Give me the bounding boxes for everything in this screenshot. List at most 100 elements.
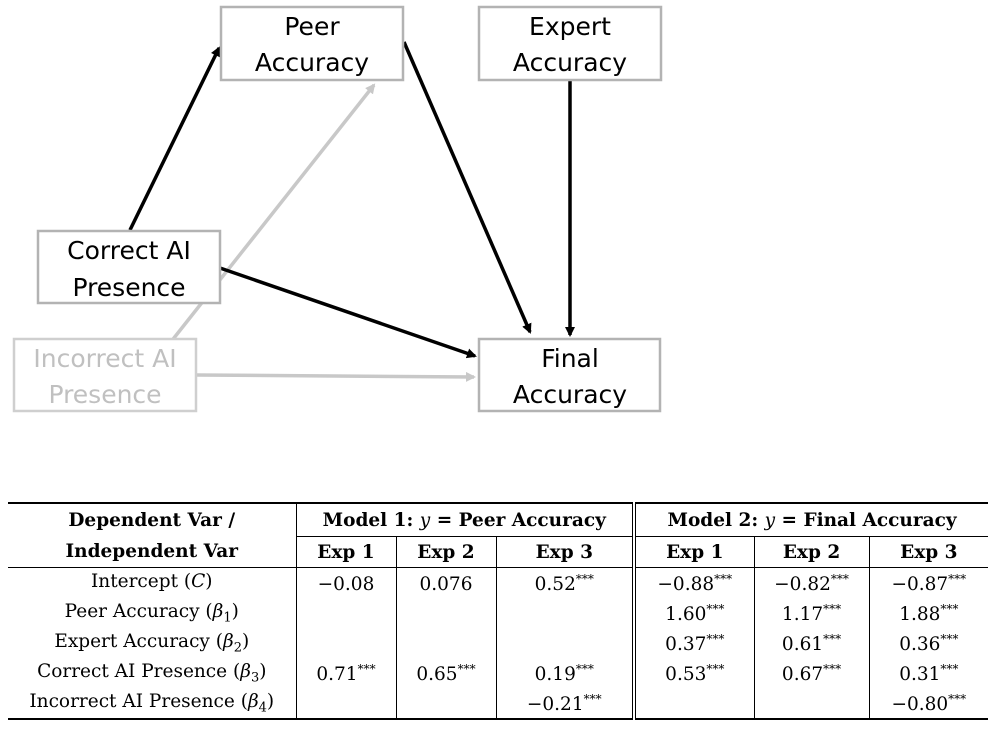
cell-value: 0.53 xyxy=(665,663,707,685)
row-label-close: ) xyxy=(241,630,250,652)
significance-stars: *** xyxy=(706,601,725,616)
table-cell xyxy=(395,628,496,658)
edge-correct-to-final xyxy=(219,266,477,359)
node-incorrect-line1: Incorrect AI xyxy=(33,344,176,373)
header-m2-exp3: Exp 3 xyxy=(868,536,989,568)
cell-value: −0.08 xyxy=(317,573,375,595)
table-cell: 0.31*** xyxy=(868,658,989,688)
cell-value: 0.19 xyxy=(534,663,576,685)
row-label: Intercept (C) xyxy=(8,568,296,599)
node-final-accuracy: Final Accuracy xyxy=(477,337,662,413)
node-expert-line2: Accuracy xyxy=(513,48,627,77)
header-m2-exp1: Exp 1 xyxy=(632,536,755,568)
header-m1-exp2: Exp 2 xyxy=(395,536,496,568)
table-row: Expert Accuracy (β2)0.37***0.61***0.36**… xyxy=(8,628,989,658)
node-correct-line1: Correct AI xyxy=(67,236,191,265)
row-label: Incorrect AI Presence (β4) xyxy=(8,688,296,720)
row-label-sub: 3 xyxy=(250,670,260,686)
node-final-line1: Final xyxy=(541,344,599,373)
significance-stars: *** xyxy=(575,571,594,586)
table-cell: 0.076 xyxy=(395,567,496,598)
table-cell: −0.21*** xyxy=(495,688,635,720)
row-label: Expert Accuracy (β2) xyxy=(8,628,296,658)
significance-stars: *** xyxy=(714,571,733,586)
significance-stars: *** xyxy=(457,661,476,676)
table-cell: −0.88*** xyxy=(632,567,755,598)
node-correct-line2: Presence xyxy=(72,273,185,302)
table-cell: −0.87*** xyxy=(868,567,989,598)
table-cell: −0.80*** xyxy=(868,688,989,720)
table-cell xyxy=(295,598,396,628)
row-label-label: Correct AI Presence ( xyxy=(37,660,241,682)
significance-stars: *** xyxy=(583,691,602,706)
table-cell: 0.65*** xyxy=(395,658,496,688)
row-label-close: ) xyxy=(205,570,213,592)
row-label: Peer Accuracy (β1) xyxy=(8,598,296,628)
regression-table: Dependent Var / Model 1: y = Peer Accura… xyxy=(8,502,989,720)
cell-value: 0.31 xyxy=(899,663,941,685)
significance-stars: *** xyxy=(948,571,967,586)
significance-stars: *** xyxy=(823,601,842,616)
cell-value: 1.60 xyxy=(665,603,707,625)
cell-value: 1.17 xyxy=(781,603,824,625)
cell-value: 0.67 xyxy=(781,663,824,685)
edge-correct-to-peer xyxy=(128,46,221,231)
row-label-sym: β xyxy=(222,630,234,652)
table-cell xyxy=(495,598,635,628)
cell-value: 0.076 xyxy=(419,573,473,595)
cell-value: 1.88 xyxy=(899,603,941,625)
row-label-label: Expert Accuracy ( xyxy=(54,630,223,652)
cell-value: 0.36 xyxy=(899,633,941,655)
edge-peer-to-final xyxy=(402,41,532,334)
row-label-sym: C xyxy=(191,570,206,592)
row-label-sub: 1 xyxy=(223,610,232,626)
significance-stars: *** xyxy=(940,601,959,616)
table-cell xyxy=(753,688,870,720)
significance-stars: *** xyxy=(940,631,959,646)
significance-stars: *** xyxy=(948,691,967,706)
edge-incorrect-to-peer xyxy=(168,83,376,345)
row-label-sym: β xyxy=(212,600,224,622)
table-cell xyxy=(395,688,496,720)
header-independent-var: Independent Var xyxy=(8,536,296,568)
cell-value: −0.21 xyxy=(526,693,584,715)
cell-value: −0.88 xyxy=(657,573,715,595)
table-cell: 0.19*** xyxy=(495,658,635,688)
row-label-label: Intercept ( xyxy=(90,570,192,592)
row-label-close: ) xyxy=(231,600,239,622)
table-cell: 0.53*** xyxy=(632,658,755,688)
table-cell xyxy=(632,688,755,720)
edge-incorrect-to-final xyxy=(195,371,476,382)
row-label-sub: 4 xyxy=(258,700,267,716)
row-label-sub: 2 xyxy=(233,640,242,656)
row-label-sym: β xyxy=(247,690,259,712)
cell-value: 0.71 xyxy=(316,663,358,685)
cell-value: 0.52 xyxy=(534,573,576,595)
node-expert-accuracy: Expert Accuracy xyxy=(477,5,663,82)
node-final-line2: Accuracy xyxy=(513,380,627,409)
header-model-1: Model 1: y = Peer Accuracy xyxy=(295,502,635,537)
table-cell xyxy=(295,688,396,720)
cell-value: −0.82 xyxy=(774,573,831,595)
cell-value: −0.87 xyxy=(891,573,949,595)
significance-stars: *** xyxy=(940,661,959,676)
row-label: Correct AI Presence (β3) xyxy=(8,658,296,688)
table-cell: −0.08 xyxy=(295,567,396,598)
table-cell: 0.61*** xyxy=(753,628,870,658)
table-cell: 0.67*** xyxy=(753,658,870,688)
table-cell: 1.88*** xyxy=(868,598,989,628)
significance-stars: *** xyxy=(357,661,376,676)
node-peer-line1: Peer xyxy=(284,12,340,41)
header-model-2: Model 2: y = Final Accuracy xyxy=(632,502,989,537)
cell-value: 0.61 xyxy=(781,633,824,655)
row-label-label: Peer Accuracy ( xyxy=(64,600,213,622)
path-diagram: Peer Accuracy Expert Accuracy Correct AI… xyxy=(12,5,663,413)
table-cell: −0.82*** xyxy=(753,567,870,598)
table-cell: 0.71*** xyxy=(295,658,396,688)
cell-value: −0.80 xyxy=(891,693,949,715)
significance-stars: *** xyxy=(830,571,849,586)
significance-stars: *** xyxy=(706,631,725,646)
header-m2-exp2: Exp 2 xyxy=(753,536,870,568)
